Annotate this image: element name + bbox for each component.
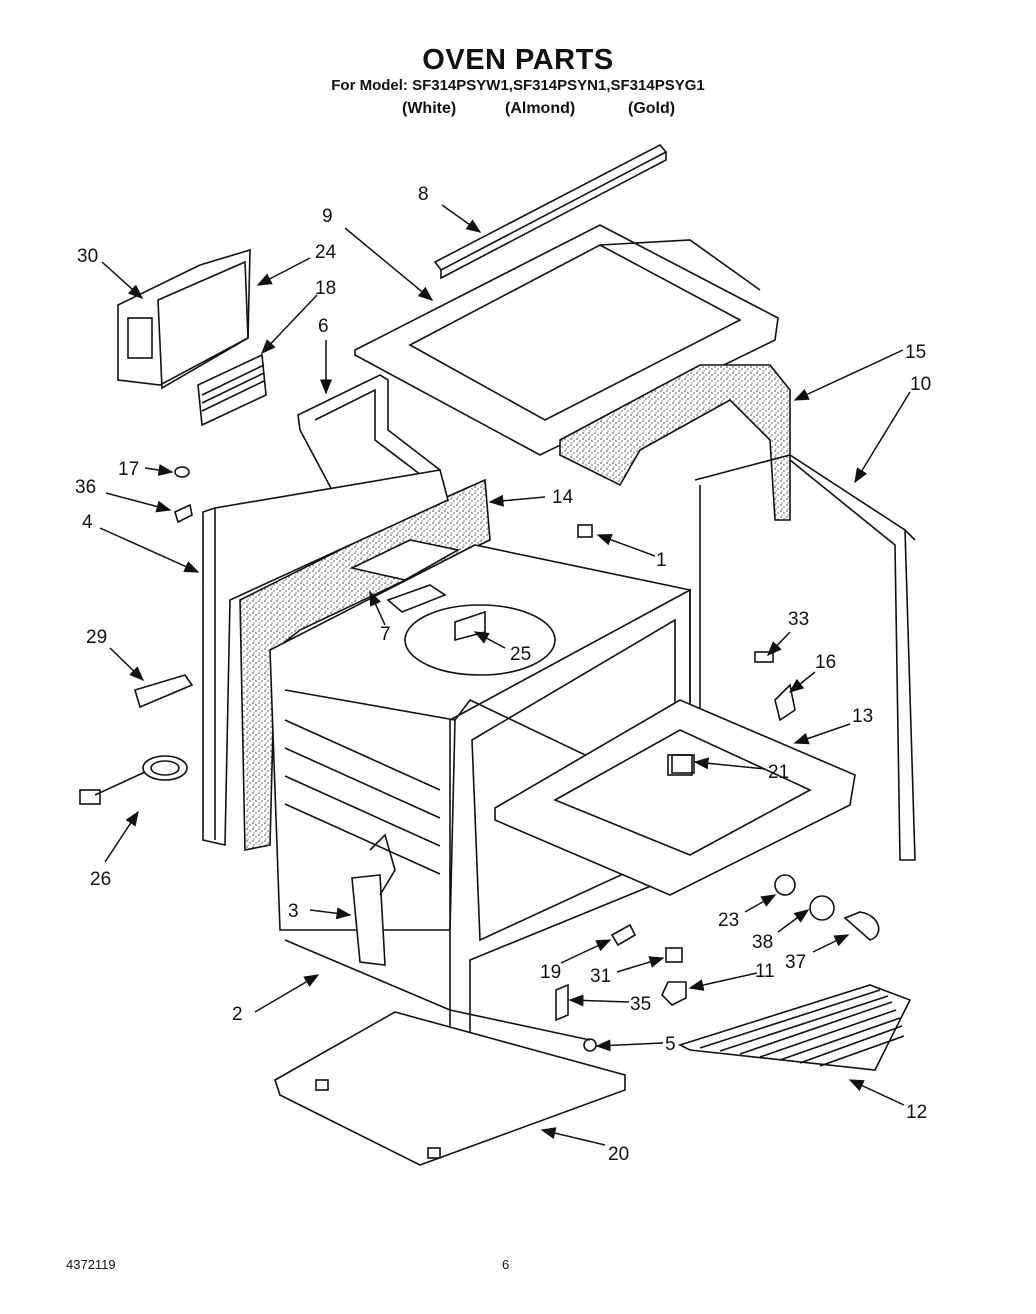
variant-gold: (Gold) — [628, 100, 676, 117]
part-8-strip — [433, 143, 668, 280]
part-17-clip — [174, 466, 190, 478]
part-16-clip — [774, 683, 796, 722]
callout-15: 15 — [905, 342, 926, 363]
callout-1: 1 — [656, 550, 667, 571]
callout-12: 12 — [906, 1102, 927, 1123]
callout-29: 29 — [86, 627, 107, 648]
oven-cavity — [269, 544, 691, 931]
part-5-screw — [583, 1038, 597, 1052]
callout-33: 33 — [788, 609, 809, 630]
callout-16: 16 — [815, 652, 836, 673]
part-38-socket — [809, 895, 835, 921]
part-20-panel — [274, 1011, 626, 1166]
callout-14: 14 — [552, 487, 574, 508]
page-title: OVEN PARTS — [422, 44, 614, 76]
callout-31: 31 — [590, 966, 611, 987]
callout-23: 23 — [718, 910, 739, 931]
callout-26: 26 — [90, 869, 111, 890]
callout-6: 6 — [318, 316, 329, 337]
part-35-bracket — [555, 983, 569, 1022]
part-30-24-bracket — [117, 248, 251, 390]
callout-4: 4 — [82, 512, 93, 533]
callout-37: 37 — [785, 952, 806, 973]
callout-17: 17 — [118, 459, 139, 480]
part-36-clip — [174, 503, 193, 524]
part-1-clip — [577, 524, 593, 538]
variant-almond: (Almond) — [505, 100, 576, 117]
callout-25: 25 — [510, 644, 531, 665]
part-14-insulation — [239, 478, 491, 851]
variant-white: (White) — [402, 100, 457, 117]
callout-3: 3 — [288, 901, 299, 922]
document-number: 4372119 — [66, 1257, 116, 1272]
callout-24: 24 — [315, 242, 337, 263]
part-15-insulation — [559, 364, 791, 521]
callout-18: 18 — [315, 278, 336, 299]
part-37-bulb — [843, 911, 880, 941]
callout-36: 36 — [75, 477, 96, 498]
part-12-rack — [677, 984, 912, 1071]
part-31-nut — [665, 947, 683, 963]
callout-5: 5 — [665, 1034, 676, 1055]
callout-20: 20 — [608, 1144, 629, 1165]
callout-labels: 8 9 30 24 18 6 15 10 17 36 14 4 1 7 33 2… — [75, 184, 931, 1165]
callout-13: 13 — [852, 706, 873, 727]
callout-10: 10 — [910, 374, 931, 395]
part-2-bottom — [284, 939, 591, 1041]
callout-11: 11 — [755, 961, 775, 982]
model-line: For Model: SF314PSYW1,SF314PSYN1,SF314PS… — [331, 77, 705, 94]
part-26-cord — [79, 755, 188, 805]
page-number: 6 — [502, 1257, 510, 1272]
callout-2: 2 — [232, 1004, 243, 1025]
callout-35: 35 — [630, 994, 651, 1015]
leader-lines — [99, 204, 911, 1146]
callout-21: 21 — [768, 762, 789, 783]
part-33-screw — [754, 651, 774, 663]
part-4-side-panel — [202, 469, 449, 846]
callout-9: 9 — [322, 206, 333, 227]
callout-30: 30 — [77, 246, 98, 267]
callout-19: 19 — [540, 962, 561, 983]
part-18-vent — [197, 353, 267, 427]
part-23-knob — [774, 874, 796, 896]
callout-38: 38 — [752, 932, 773, 953]
part-19-clip — [610, 923, 637, 947]
callout-8: 8 — [418, 184, 429, 205]
part-13-tray — [494, 699, 856, 896]
part-29-cover — [134, 674, 194, 709]
callout-7: 7 — [380, 624, 391, 645]
part-7-vent-cover — [349, 539, 461, 613]
part-9-top-frame — [354, 224, 779, 456]
part-3-hinge — [351, 833, 396, 966]
part-11-leveler — [661, 981, 687, 1006]
